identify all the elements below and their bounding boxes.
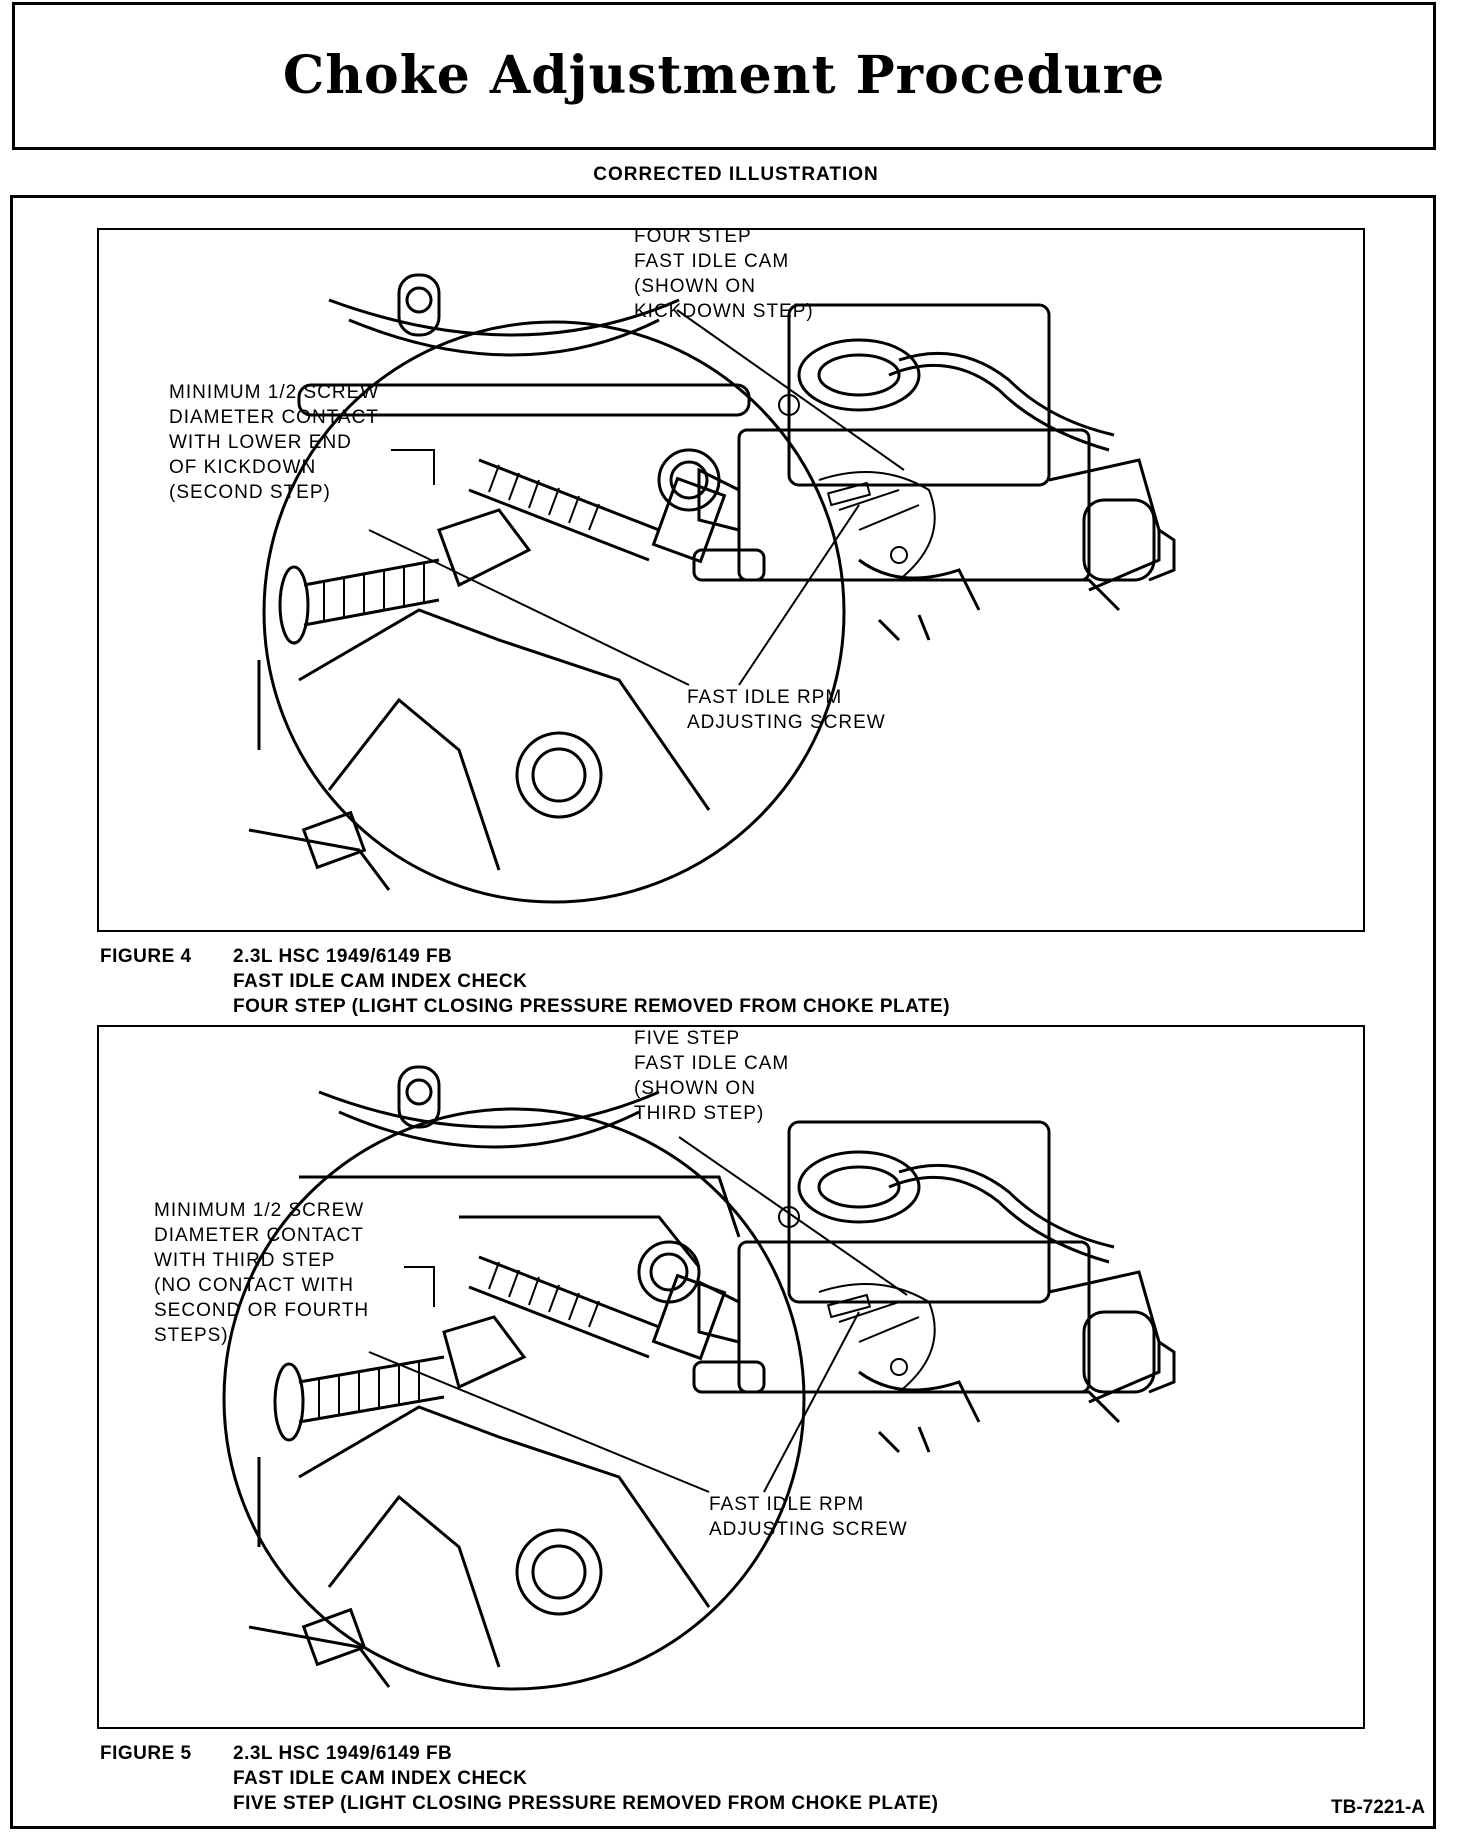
page-subtitle: CORRECTED ILLUSTRATION xyxy=(593,164,879,185)
figure-4-panel: FOUR STEP FAST IDLE CAM (SHOWN ON KICKDO… xyxy=(97,226,1365,932)
detail-circle xyxy=(222,1107,806,1691)
page-title: Choke Adjustment Procedure xyxy=(282,45,1166,106)
screw-callout: FAST IDLE RPM ADJUSTING SCREW xyxy=(687,687,886,733)
screw-callout: FAST IDLE RPM ADJUSTING SCREW xyxy=(709,1494,908,1540)
leader-cam xyxy=(676,309,905,471)
cam-callout: FOUR STEP FAST IDLE CAM (SHOWN ON KICKDO… xyxy=(634,226,814,322)
leader-screw-right xyxy=(763,1311,860,1493)
title-box: Choke Adjustment Procedure xyxy=(12,2,1436,150)
leader-contact xyxy=(391,449,435,485)
contact-callout: MINIMUM 1/2 SCREW DIAMETER CONTACT WITH … xyxy=(154,1200,370,1346)
figure-4-label: FIGURE 4 xyxy=(100,946,192,967)
figure-5-label: FIGURE 5 xyxy=(100,1743,192,1764)
leader-contact xyxy=(404,1266,435,1307)
detail-circle xyxy=(262,320,846,904)
leader-screw-left xyxy=(368,529,690,686)
figure-5-panel: FIVE STEP FAST IDLE CAM (SHOWN ON THIRD … xyxy=(97,1025,1365,1729)
figure-4-drawing xyxy=(248,273,1176,904)
leader-screw-left xyxy=(368,1351,710,1493)
illustration-frame xyxy=(10,195,1436,1829)
figure-5-caption: 2.3L HSC 1949/6149 FB FAST IDLE CAM INDE… xyxy=(233,1743,939,1814)
document-number: TB-7221-A xyxy=(1331,1797,1425,1818)
leader-screw-right xyxy=(738,504,860,686)
figure-4-caption: 2.3L HSC 1949/6149 FB FAST IDLE CAM INDE… xyxy=(233,946,951,1017)
figure-5-drawing xyxy=(222,1065,1176,1691)
leader-cam xyxy=(678,1136,908,1296)
cam-callout: FIVE STEP FAST IDLE CAM (SHOWN ON THIRD … xyxy=(634,1028,790,1124)
contact-callout: MINIMUM 1/2 SCREW DIAMETER CONTACT WITH … xyxy=(169,382,380,503)
